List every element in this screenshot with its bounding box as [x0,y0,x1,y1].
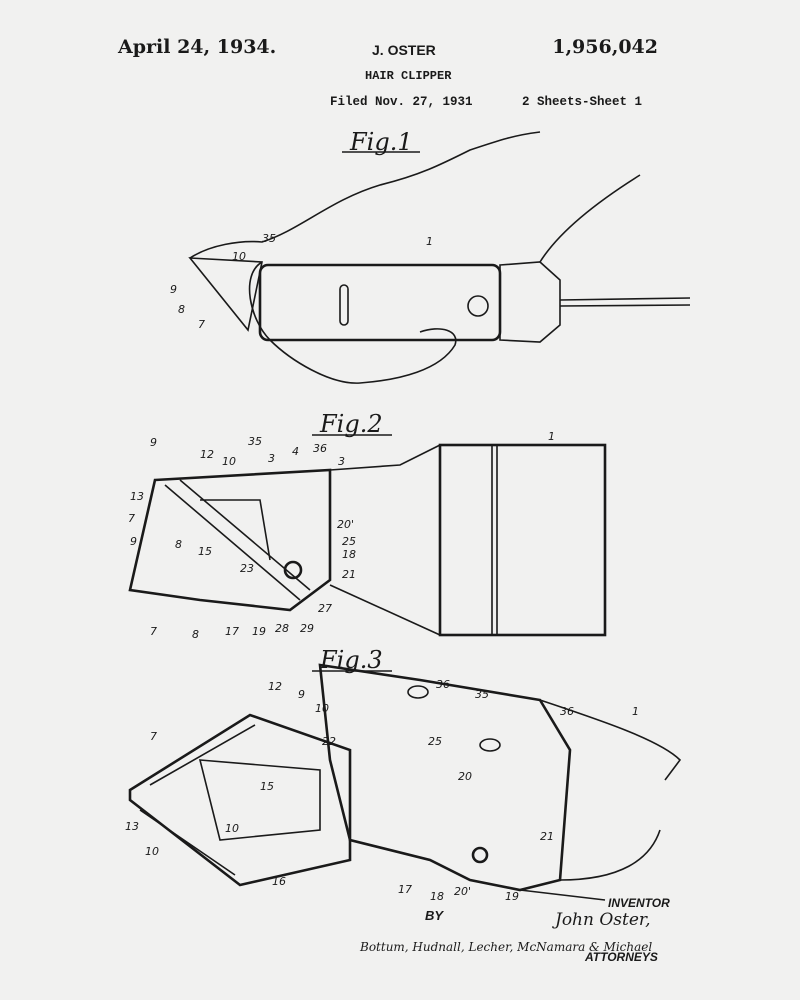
svg-text:3: 3 [268,452,275,465]
svg-text:1: 1 [632,705,639,718]
figure-2-label: Fig.2 [319,410,383,438]
svg-text:9: 9 [170,283,177,296]
clipper-body-fig2 [438,443,607,637]
svg-text:17: 17 [398,883,412,896]
svg-text:16: 16 [272,875,286,888]
svg-text:9: 9 [150,436,157,449]
svg-text:36: 36 [560,705,574,718]
figure-2-numerals: 9 12 10 35 3 4 36 3 1 13 7 9 8 15 20' 25… [128,430,555,641]
svg-text:12: 12 [268,680,282,693]
svg-text:4: 4 [292,445,299,458]
svg-text:22: 22 [322,735,336,748]
figure-3: Fig.3 12 9 10 36 35 36 1 7 15 22 25 20 1… [125,646,682,903]
svg-text:1: 1 [548,430,555,443]
svg-text:25: 25 [342,535,356,548]
svg-text:18: 18 [430,890,444,903]
svg-text:20: 20 [458,770,472,783]
svg-text:36: 36 [436,678,450,691]
svg-text:20': 20' [337,518,354,531]
svg-text:19: 19 [252,625,266,638]
svg-text:23: 23 [240,562,254,575]
patent-title: HAIR CLIPPER [365,69,452,83]
svg-text:19: 19 [505,890,519,903]
hand-outline [189,131,641,384]
filed-date: Filed Nov. 27, 1931 [330,95,473,109]
svg-text:21: 21 [342,568,356,581]
svg-text:15: 15 [198,545,212,558]
svg-text:9: 9 [130,535,137,548]
figure-2: Fig.2 9 12 10 35 3 4 36 3 1 13 7 9 8 15 … [128,410,607,641]
figure-1: Fig.1 1 35 10 9 8 7 [170,128,691,384]
attorneys-label: ATTORNEYS [585,950,658,964]
clipper-blade-fig3 [128,713,352,887]
clipper-body-fig1 [258,263,502,342]
svg-text:15: 15 [260,780,274,793]
svg-text:8: 8 [192,628,199,641]
patent-date: April 24, 1934. [118,36,277,58]
svg-text:36: 36 [313,442,327,455]
svg-text:18: 18 [342,548,356,561]
by-label: BY [425,908,444,923]
attorneys-signature: Bottum, Hudnall, Lecher, McNamara & Mich… [360,940,653,954]
svg-text:35: 35 [248,435,262,448]
figure-3-numerals: 12 9 10 36 35 36 1 7 15 22 25 20 13 10 1… [125,678,639,903]
inventor-signature: John Oster, [555,910,651,930]
svg-text:25: 25 [428,735,442,748]
svg-text:9: 9 [298,688,305,701]
svg-text:3: 3 [338,455,345,468]
sheet-count: 2 Sheets-Sheet 1 [522,95,643,109]
svg-text:35: 35 [475,688,489,701]
svg-text:7: 7 [198,318,205,331]
svg-text:12: 12 [200,448,214,461]
inventor-label: INVENTOR [608,896,670,910]
svg-text:20': 20' [454,885,471,898]
svg-text:10: 10 [232,250,246,263]
svg-text:10: 10 [145,845,159,858]
svg-text:8: 8 [178,303,185,316]
svg-text:7: 7 [150,730,157,743]
svg-text:10: 10 [225,822,239,835]
svg-text:10: 10 [315,702,329,715]
svg-text:29: 29 [300,622,314,635]
patent-number: 1,956,042 [552,36,658,58]
svg-text:1: 1 [426,235,433,248]
svg-text:13: 13 [130,490,144,503]
svg-text:27: 27 [318,602,332,615]
svg-text:7: 7 [128,512,135,525]
svg-text:10: 10 [222,455,236,468]
figure-1-numerals: 1 35 10 9 8 7 [170,232,433,331]
svg-text:13: 13 [125,820,139,833]
svg-text:35: 35 [262,232,276,245]
svg-text:7: 7 [150,625,157,638]
inventor-name: J. OSTER [372,42,436,58]
svg-text:17: 17 [225,625,239,638]
svg-text:8: 8 [175,538,182,551]
svg-text:21: 21 [540,830,554,843]
svg-text:28: 28 [275,622,289,635]
